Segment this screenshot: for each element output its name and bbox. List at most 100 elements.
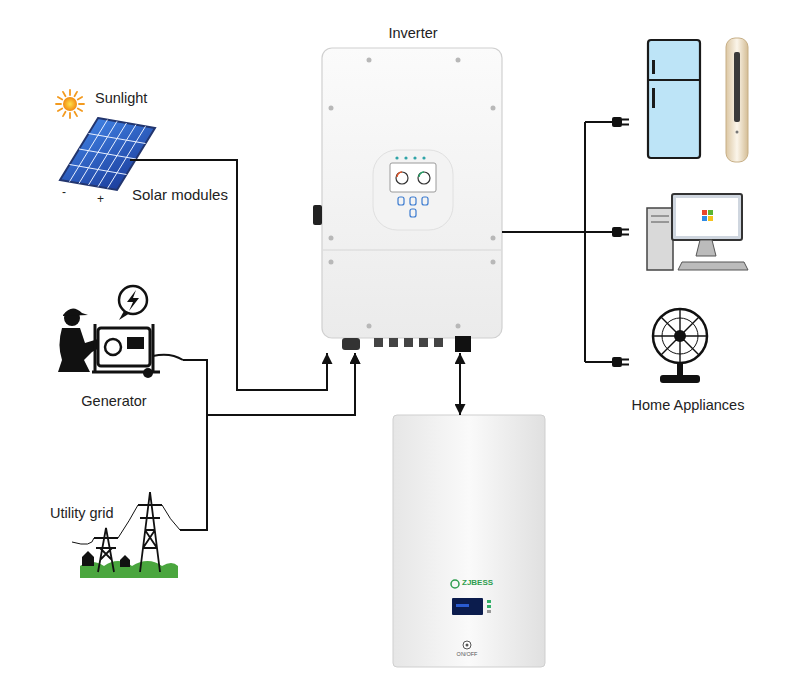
power-connector [180, 353, 355, 530]
inverter-body [367, 324, 372, 329]
generator-icon [98, 328, 150, 366]
solar-panel [70, 165, 127, 175]
solar-panel [89, 134, 146, 144]
sun-icon [58, 109, 62, 112]
fan-icon [653, 309, 707, 363]
computer-icon [702, 210, 707, 215]
utility-grid-icon [138, 492, 162, 572]
inverter-body [390, 163, 436, 192]
inverter-body [455, 336, 471, 352]
inverter-body [422, 197, 428, 205]
generator-icon [127, 337, 144, 349]
inverter-body [367, 58, 372, 63]
solar-panel [60, 118, 155, 190]
inverter-body [422, 156, 425, 159]
node-label: Inverter [388, 25, 437, 42]
inverter-body [398, 197, 404, 205]
sun-icon [63, 92, 66, 96]
utility-grid-icon [94, 528, 118, 572]
terminal-sign: + [97, 193, 104, 207]
battery-box: ZJBESSON/OFF [393, 415, 545, 667]
battery-body [487, 610, 491, 613]
sun-icon [63, 97, 77, 111]
inverter-body [374, 338, 383, 347]
fan-icon [653, 309, 707, 363]
computer-icon [702, 216, 707, 221]
plug-symbol [612, 227, 622, 237]
solar-modules: SunlightSolar modules [45, 84, 137, 202]
inverter-body [329, 260, 334, 265]
battery-body [393, 415, 545, 667]
inverter-body [491, 260, 496, 265]
utility-grid-icon [94, 492, 162, 572]
node-label: ON/OFF [457, 651, 478, 657]
generator-icon [153, 355, 183, 360]
generator-icon [143, 368, 153, 378]
plug-symbol [622, 229, 629, 231]
inverter-body [413, 156, 416, 159]
sun-icon [56, 103, 61, 105]
inverter-body [342, 338, 360, 350]
inverter-body [313, 48, 502, 352]
fan-icon [661, 317, 699, 355]
utility-grid: Utility grid [45, 488, 180, 578]
node-label: Sunlight [95, 90, 147, 107]
battery-body [456, 604, 469, 607]
home-appliances: Home Appliances [612, 30, 762, 422]
sun-icon [56, 90, 84, 118]
plug-symbol [622, 234, 629, 236]
inverter-box: Inverter [322, 48, 502, 353]
computer-icon [672, 194, 742, 240]
plug-symbol [612, 117, 629, 367]
sun-icon [69, 90, 71, 95]
inverter-body [418, 172, 430, 184]
sun-icon [58, 97, 62, 100]
inverter-body [404, 156, 407, 159]
utility-grid-icon [118, 505, 138, 538]
computer-icon [651, 222, 669, 223]
battery-body [463, 641, 471, 649]
inverter-body [397, 172, 402, 177]
inverter-body [329, 58, 496, 329]
plug-symbol [612, 117, 622, 127]
computer-icon [647, 208, 673, 270]
battery-body [487, 600, 491, 603]
inverter-body [395, 156, 398, 159]
computer-icon [696, 240, 716, 256]
generator-icon [92, 324, 160, 372]
inverter-body [491, 106, 496, 111]
inverter-body [313, 205, 322, 225]
inverter-body [329, 106, 334, 111]
generator-icon [127, 290, 139, 311]
power-connector [502, 231, 612, 233]
utility-grid-icon [72, 492, 180, 578]
sun-icon [69, 113, 71, 118]
fridge-icon [652, 60, 655, 74]
plug-symbol [622, 359, 629, 361]
solar-panel [60, 118, 155, 190]
generator-icon [119, 311, 130, 320]
inverter-body [491, 236, 496, 241]
power-wire [585, 122, 612, 362]
battery-body [393, 415, 545, 667]
air-conditioner-icon [734, 52, 740, 122]
computer-icon [647, 194, 748, 270]
fridge-icon [648, 40, 700, 158]
sun-icon [56, 90, 84, 118]
node-label: Utility grid [50, 505, 114, 522]
inverter-body [456, 58, 461, 63]
inverter-body [456, 324, 461, 329]
power-connector [183, 353, 355, 415]
computer-icon [651, 216, 669, 217]
node-label: Solar modules [132, 186, 228, 203]
utility-grid-icon [120, 555, 130, 567]
power-wire [585, 122, 612, 362]
fan-icon [661, 317, 699, 355]
plug-symbol [622, 119, 629, 121]
sun-icon [78, 109, 82, 112]
fridge-icon [648, 40, 700, 158]
power-connector [459, 353, 461, 415]
battery-body [452, 598, 483, 615]
panel-wire [130, 159, 137, 161]
